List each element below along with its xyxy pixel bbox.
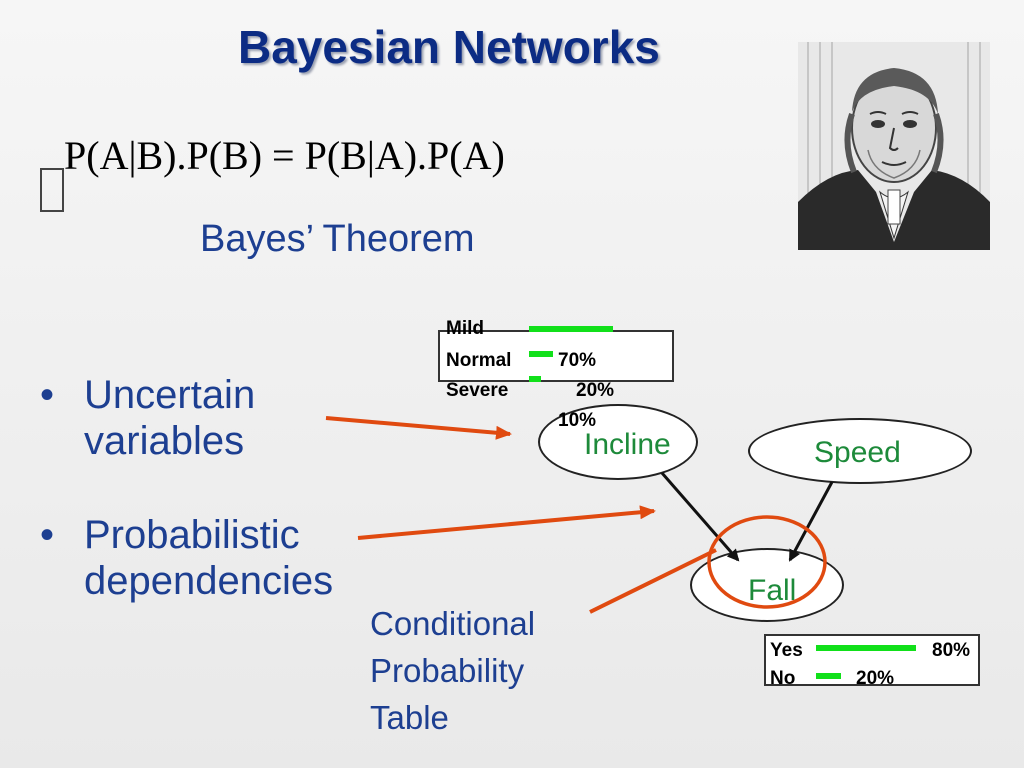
fall-row-value: 20% bbox=[856, 668, 895, 689]
edge-incline-to-fall bbox=[660, 472, 740, 562]
bayes-formula: P(A|B).P(B) = P(B|A).P(A) bbox=[64, 133, 505, 178]
incline-prob-bar bbox=[529, 376, 541, 382]
bullet-line: variables bbox=[84, 419, 245, 463]
cpt-label-line: Conditional bbox=[370, 605, 536, 642]
edge-speed-to-fall bbox=[788, 481, 834, 562]
slide-title: Bayesian Networks bbox=[238, 21, 660, 73]
fall-prob-bar bbox=[816, 645, 916, 651]
bullet-dot: • bbox=[40, 373, 55, 417]
incline-cpt-table bbox=[438, 330, 674, 382]
cpt-label: Conditional Probability Table bbox=[370, 600, 535, 741]
fall-row-label: No bbox=[770, 668, 796, 689]
incline-prob-bar bbox=[529, 326, 613, 332]
fall-cpt-table bbox=[764, 634, 980, 686]
bullet-dot: • bbox=[40, 513, 55, 557]
speed-node bbox=[748, 418, 972, 484]
cpt-label-line: Probability bbox=[370, 652, 525, 689]
incline-row-label: Normal bbox=[446, 350, 512, 371]
highlight-circle bbox=[707, 515, 827, 609]
incline-node-label: Incline bbox=[584, 428, 671, 461]
fall-node-label: Fall bbox=[748, 574, 797, 607]
bullet-line: Uncertain bbox=[84, 373, 256, 417]
speed-node-label: Speed bbox=[814, 436, 901, 469]
cpt-label-line: Table bbox=[370, 699, 449, 736]
bullet-probabilistic-dependencies: • Probabilistic dependencies bbox=[40, 512, 334, 604]
portrait-drawing bbox=[798, 42, 990, 250]
incline-row-value: 10% bbox=[558, 410, 597, 431]
bullet-line: dependencies bbox=[84, 559, 334, 603]
bayes-theorem-label: Bayes’ Theorem bbox=[200, 218, 475, 260]
bullet-line: Probabilistic bbox=[84, 513, 300, 557]
incline-row-label: Mild bbox=[446, 318, 484, 339]
missing-glyph-box bbox=[40, 168, 64, 212]
arrow-to-incline bbox=[325, 416, 512, 440]
incline-row-value: 20% bbox=[576, 380, 615, 401]
arrow-to-dependencies bbox=[357, 505, 656, 540]
fall-row-value: 80% bbox=[932, 640, 971, 661]
incline-row-label: Severe bbox=[446, 380, 509, 401]
arrow-cpt-to-fall bbox=[589, 548, 717, 614]
fall-prob-bar bbox=[816, 673, 841, 679]
fall-row-label: Yes bbox=[770, 640, 803, 661]
incline-node bbox=[538, 404, 698, 480]
bullet-uncertain-variables: • Uncertain variables bbox=[40, 372, 256, 464]
incline-prob-bar bbox=[529, 351, 553, 357]
bayes-portrait bbox=[798, 42, 990, 250]
incline-row-value: 70% bbox=[558, 350, 597, 371]
